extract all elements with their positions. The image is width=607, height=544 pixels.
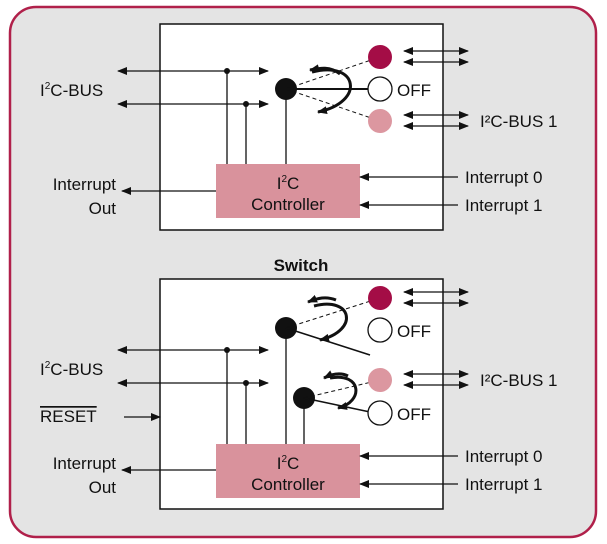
bottom-switch1-curved-arrow-icon-2: [307, 294, 337, 304]
top-controller-title: I2C: [277, 174, 300, 193]
bottom-switch2-curved-arrow-icon: [329, 375, 358, 410]
reset-label: RESET: [40, 407, 97, 426]
top-channel-led-dark: [368, 45, 392, 69]
outer-frame: [8, 5, 598, 539]
top-interrupt1-label: Interrupt 1: [465, 196, 543, 215]
bottom-interrupt-out-label-1: Interrupt: [53, 454, 117, 473]
top-controller-block: [216, 164, 360, 218]
bottom-switch1-curved-arrow-icon: [313, 302, 348, 342]
bottom-section: Switch I2C-BUS RESET OFF OFF: [40, 256, 557, 510]
bottom-switch1-dash: [285, 297, 381, 329]
bottom-bus-label: I2C-BUS: [40, 360, 103, 379]
bottom-channel-led-dark: [368, 286, 392, 310]
bottom-switch2-curved-arrow-icon-2: [323, 370, 349, 380]
top-curved-arrow-icon: [311, 68, 352, 115]
top-switch-dash-1: [285, 56, 381, 90]
top-bus1-label: I²C-BUS 1: [480, 112, 557, 131]
bottom-off-label-2: OFF: [397, 405, 431, 424]
top-channel-off-circle: [367, 76, 393, 102]
top-interrupt0-label: Interrupt 0: [465, 168, 543, 187]
bottom-interrupt-out-label-2: Out: [89, 478, 117, 497]
top-interrupt-out-label-1: Interrupt: [53, 175, 117, 194]
bottom-controller-title: I2C: [277, 454, 300, 473]
bottom-channel-off-circle-1: [367, 317, 393, 343]
top-channel-led-light: [368, 109, 392, 133]
top-off-label: OFF: [397, 81, 431, 100]
bottom-controller-subtitle: Controller: [251, 475, 325, 494]
top-bus-label: I2C-BUS: [40, 81, 103, 100]
bottom-downstream-arrows: [403, 288, 469, 389]
bottom-switch2-blade: [303, 397, 371, 413]
top-interrupt-out-label-2: Out: [89, 199, 117, 218]
top-downstream-arrows: [403, 47, 469, 130]
top-controller-subtitle: Controller: [251, 195, 325, 214]
bottom-off-label-1: OFF: [397, 322, 431, 341]
switch-title: Switch: [274, 256, 329, 275]
top-switch-dash-2: [285, 88, 381, 122]
bottom-interrupt1-label: Interrupt 1: [465, 475, 543, 494]
bottom-controller-block: [216, 444, 360, 498]
top-section: I2C-BUS OFF I²C-BUS 1 I2C Contr: [40, 23, 557, 231]
top-curved-arrow-icon-2: [309, 64, 341, 76]
bottom-switch2-dash: [303, 379, 381, 399]
bottom-interrupt0-label: Interrupt 0: [465, 447, 543, 466]
bottom-channel-off-circle-2: [367, 400, 393, 426]
bottom-bus1-label: I²C-BUS 1: [480, 371, 557, 390]
bottom-channel-led-light: [368, 368, 392, 392]
